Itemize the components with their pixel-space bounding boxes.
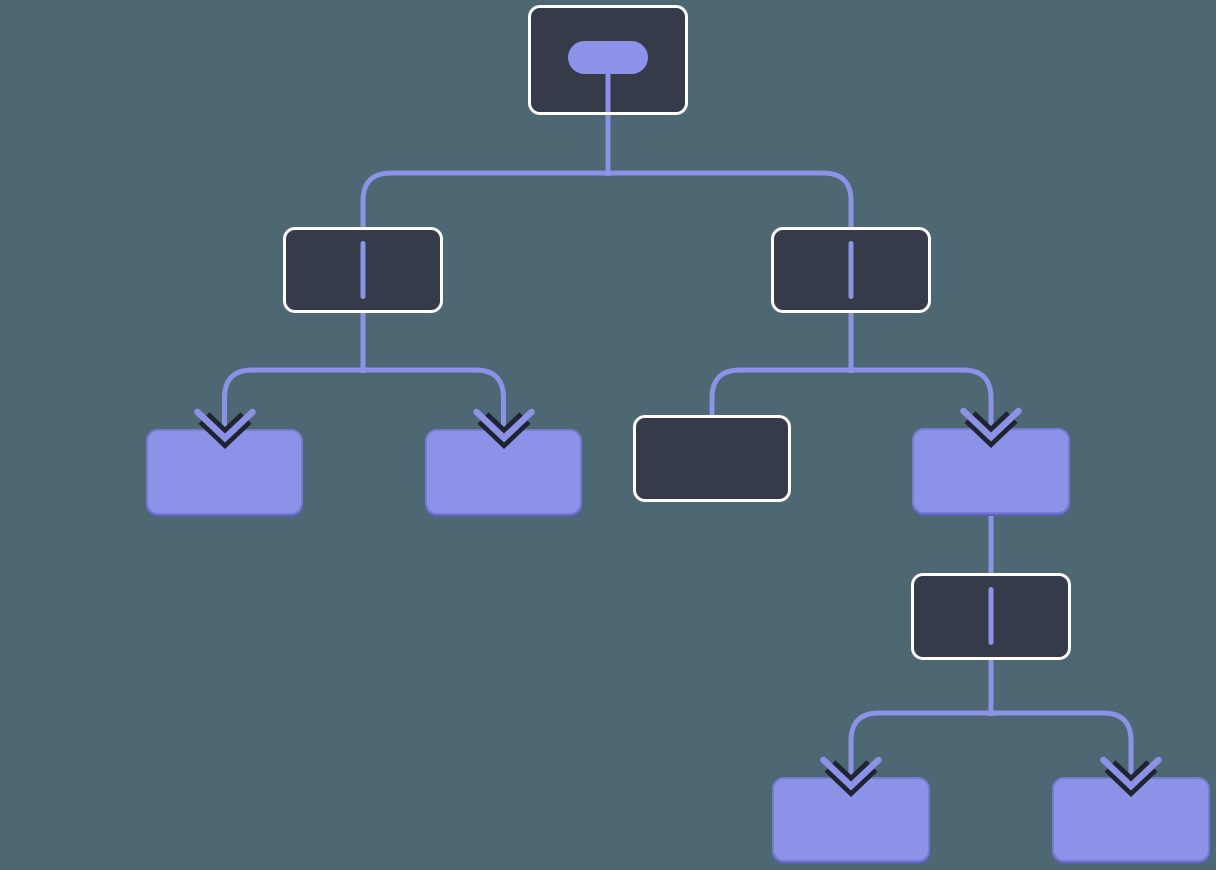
chevron-down-icon	[472, 408, 535, 450]
vertical-line-icon	[848, 241, 854, 299]
node-root[interactable]	[528, 5, 688, 115]
node-branch-right[interactable]	[771, 227, 931, 313]
vertical-line-icon	[360, 241, 366, 299]
edge-branchright-to-children	[709, 367, 994, 437]
pill-stem-icon	[605, 68, 611, 112]
edge-root-to-branches	[360, 170, 854, 229]
node-mid-dark-plain[interactable]	[633, 415, 791, 502]
chevron-down-icon	[960, 407, 1022, 449]
chevron-down-icon	[820, 756, 882, 798]
node-branch-bottom[interactable]	[911, 573, 1071, 660]
chevron-down-icon	[1100, 756, 1162, 798]
edge-branchbottom-to-leaves	[848, 710, 1134, 786]
edge-branchleft-to-leaves	[222, 367, 506, 437]
node-branch-left[interactable]	[283, 227, 443, 313]
vertical-line-icon	[988, 587, 994, 645]
chevron-down-icon	[193, 408, 256, 450]
